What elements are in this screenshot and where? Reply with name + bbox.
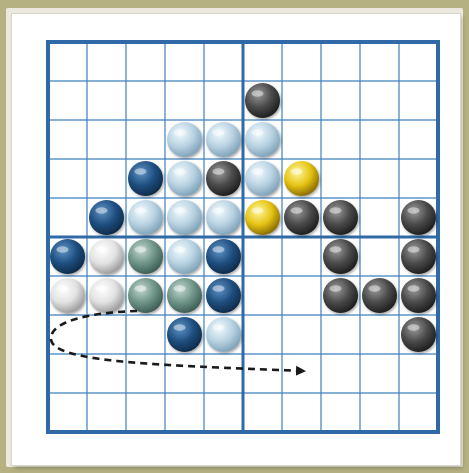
stone-dark-gray[interactable]: [284, 200, 319, 235]
stone-dark-gray[interactable]: [401, 200, 436, 235]
stone-dark-gray[interactable]: [323, 239, 358, 274]
stone-dark-gray[interactable]: [245, 83, 280, 118]
stone-ice-blue[interactable]: [206, 317, 241, 352]
stone-white[interactable]: [89, 278, 124, 313]
stone-dark-gray[interactable]: [401, 317, 436, 352]
stone-navy[interactable]: [89, 200, 124, 235]
game-board-panel: [12, 14, 460, 465]
stone-white[interactable]: [89, 239, 124, 274]
stone-ice-blue[interactable]: [245, 122, 280, 157]
stone-sage[interactable]: [167, 278, 202, 313]
grid-lines: [48, 42, 438, 432]
stone-dark-gray[interactable]: [401, 239, 436, 274]
game-board[interactable]: [12, 14, 460, 465]
stone-ice-blue[interactable]: [245, 161, 280, 196]
stone-navy[interactable]: [128, 161, 163, 196]
stone-ice-blue[interactable]: [167, 239, 202, 274]
stone-ice-blue[interactable]: [167, 122, 202, 157]
stone-ice-blue[interactable]: [206, 200, 241, 235]
stone-gold[interactable]: [245, 200, 280, 235]
stone-dark-gray[interactable]: [323, 278, 358, 313]
stone-navy[interactable]: [50, 239, 85, 274]
stone-navy[interactable]: [206, 239, 241, 274]
stone-navy[interactable]: [167, 317, 202, 352]
stone-sage[interactable]: [128, 278, 163, 313]
stone-dark-gray[interactable]: [401, 278, 436, 313]
stone-dark-gray[interactable]: [206, 161, 241, 196]
stone-ice-blue[interactable]: [206, 122, 241, 157]
stone-navy[interactable]: [206, 278, 241, 313]
stone-dark-gray[interactable]: [323, 200, 358, 235]
stone-ice-blue[interactable]: [128, 200, 163, 235]
stone-ice-blue[interactable]: [167, 161, 202, 196]
stone-sage[interactable]: [128, 239, 163, 274]
stone-dark-gray[interactable]: [362, 278, 397, 313]
stone-gold[interactable]: [284, 161, 319, 196]
stone-ice-blue[interactable]: [167, 200, 202, 235]
stone-white[interactable]: [50, 278, 85, 313]
